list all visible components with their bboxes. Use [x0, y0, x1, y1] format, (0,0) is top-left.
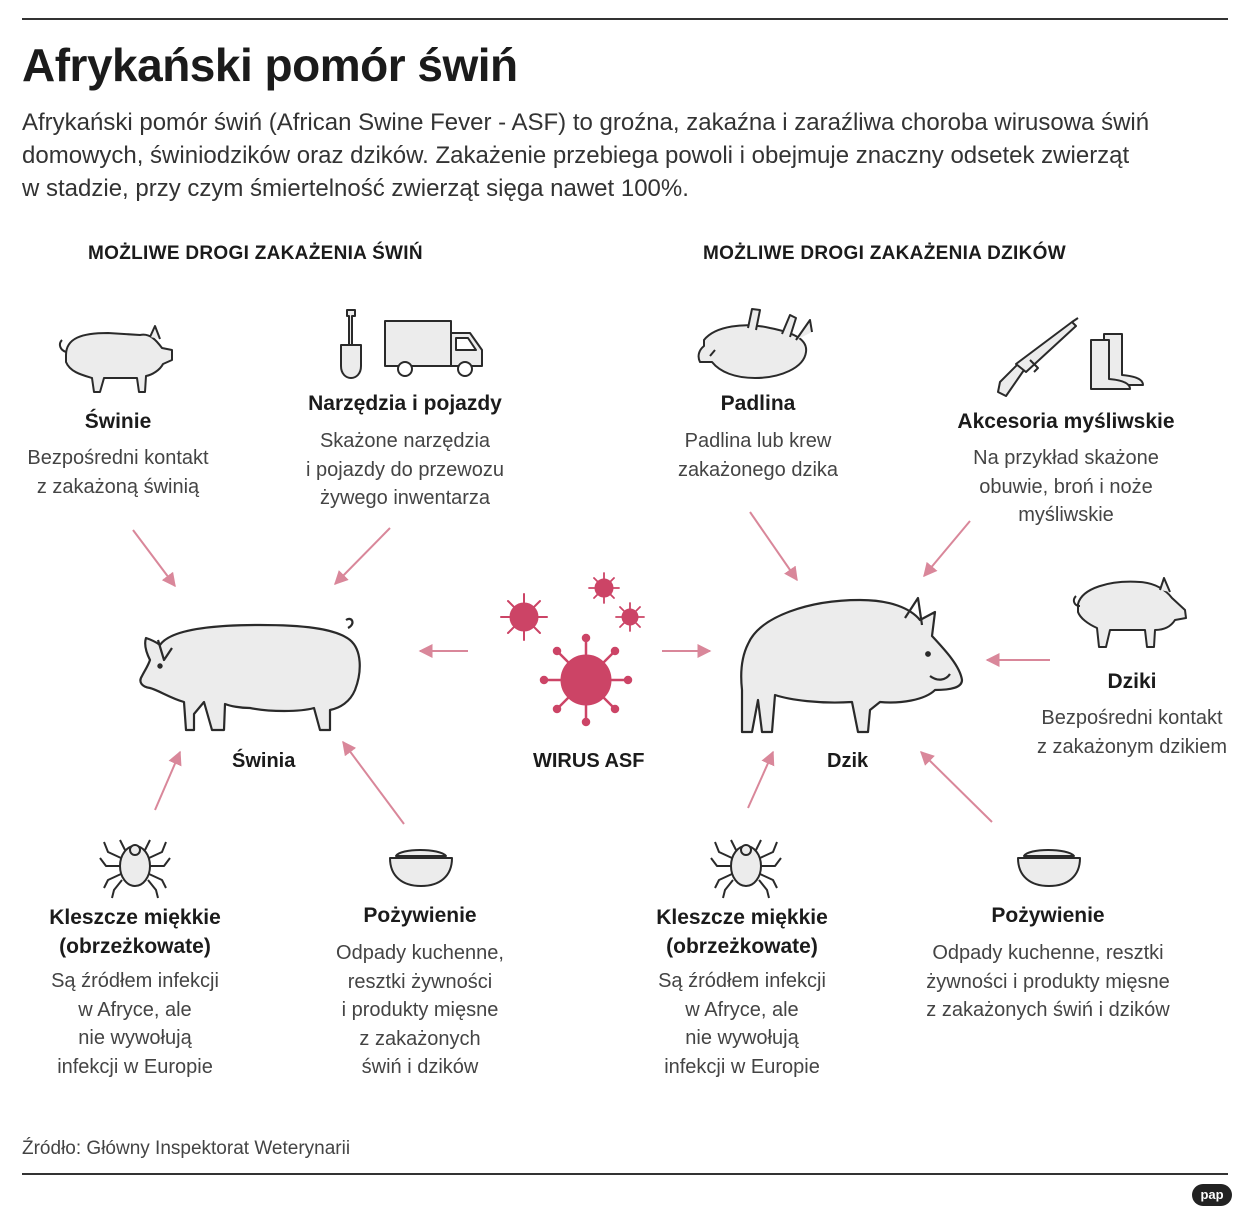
desc-line: infekcji w Europie — [57, 1055, 213, 1078]
desc-line: zakażonego dzika — [677, 458, 839, 481]
desc-line: Są źródłem infekcji — [658, 970, 826, 992]
rifle-icon — [997, 317, 1079, 397]
section-heading-boars: MOŻLIWE DROGI ZAKAŻENIA DZIKÓW — [703, 243, 1066, 264]
arrow — [342, 740, 405, 825]
desc-line: Odpady kuchenne, — [336, 942, 504, 964]
label-line: (obrzeżkowate) — [59, 935, 211, 958]
intro-text: Afrykański pomór świń (African Swine Fev… — [22, 106, 1222, 205]
arrow — [923, 520, 971, 578]
desc-line: żywego inwentarza — [319, 487, 491, 509]
desc-line: z zakażonych — [359, 1027, 481, 1050]
source-note: Źródło: Główny Inspektorat Weterynarii — [22, 1138, 351, 1159]
desc-line: Skażone narzędzia — [319, 430, 491, 452]
source-label-ticks-boar: Kleszcze miękkie (obrzeżkowate) — [632, 903, 852, 961]
desc-line: w Afryce, ale — [685, 998, 799, 1021]
arrow — [749, 511, 798, 582]
label-line: (obrzeżkowate) — [666, 935, 818, 958]
intro-line: domowych, świniodzików oraz dzików. Zaka… — [22, 142, 1130, 169]
source-desc-food-boar: Odpady kuchenne, resztki żywności i prod… — [905, 939, 1191, 1025]
source-desc-tools: Skażone narzędzia i pojazdy do przewozu … — [285, 427, 525, 513]
source-desc-ticks-pig: Są źródłem infekcji w Afryce, ale nie wy… — [25, 967, 245, 1081]
pig-large-icon — [139, 617, 361, 732]
virus-icon-medium — [500, 593, 548, 641]
source-label-hunting: Akcesoria myśliwskie — [957, 410, 1175, 433]
virus-icon-small — [615, 602, 645, 632]
desc-line: nie wywołują — [685, 1027, 799, 1049]
desc-line: Bezpośredni kontakt — [1041, 707, 1223, 729]
label-line: Kleszcze miękkie — [49, 906, 221, 929]
desc-line: infekcji w Europie — [664, 1055, 820, 1078]
virus-cluster — [500, 572, 645, 727]
source-desc-ticks-boar: Są źródłem infekcji w Afryce, ale nie wy… — [632, 967, 852, 1081]
source-label-pigs: Świnie — [84, 410, 152, 433]
source-desc-pigs: Bezpośredni kontakt z zakażoną świnią — [0, 444, 236, 501]
desc-line: w Afryce, ale — [78, 998, 192, 1021]
desc-line: z zakażonym dzikiem — [1036, 735, 1228, 758]
desc-line: świń i dzików — [361, 1056, 479, 1078]
bowl-icon — [1017, 849, 1081, 887]
arrows — [132, 511, 1050, 825]
desc-line: żywności i produkty mięsne — [926, 970, 1170, 993]
source-label-boars: Dziki — [1107, 670, 1157, 693]
tick-icon — [710, 839, 782, 899]
desc-line: Są źródłem infekcji — [51, 970, 219, 992]
desc-line: z zakażonych świń i dzików — [926, 999, 1170, 1021]
desc-line: i pojazdy do przewozu — [306, 458, 504, 481]
source-label-food-pig: Pożywienie — [363, 904, 477, 927]
source-desc-boars: Bezpośredni kontakt z zakażonym dzikiem — [1022, 704, 1242, 761]
desc-line: resztki żywności — [347, 970, 493, 993]
boar-large-icon — [740, 596, 964, 734]
desc-line: z zakażoną świnią — [36, 475, 200, 498]
arrow — [154, 750, 182, 811]
truck-icon — [384, 320, 483, 377]
source-label-ticks-pig: Kleszcze miękkie (obrzeżkowate) — [25, 903, 245, 961]
page-title: Afrykański pomór świń — [22, 39, 518, 91]
source-desc-food-pig: Odpady kuchenne, resztki żywności i prod… — [310, 939, 530, 1082]
source-label-tools: Narzędzia i pojazdy — [308, 392, 502, 415]
desc-line: Bezpośredni kontakt — [27, 447, 209, 469]
desc-line: nie wywołują — [78, 1027, 192, 1049]
arrow — [920, 751, 993, 823]
source-desc-hunting: Na przykład skażone obuwie, broń i noże … — [946, 444, 1186, 530]
desc-line: myśliwskie — [1018, 504, 1114, 526]
virus-label: WIRUS ASF — [533, 750, 645, 772]
arrow — [334, 527, 391, 585]
desc-line: Padlina lub krew — [684, 430, 832, 452]
source-label-food-boar: Pożywienie — [991, 904, 1105, 927]
source-desc-carrion: Padlina lub krew zakażonego dzika — [648, 427, 868, 484]
intro-line: Afrykański pomór świń (African Swine Fev… — [22, 109, 1150, 136]
pig-icon — [58, 325, 173, 393]
carrion-icon — [697, 308, 813, 379]
desc-line: Odpady kuchenne, resztki — [932, 942, 1164, 964]
boar-label: Dzik — [827, 750, 869, 772]
desc-line: obuwie, broń i noże — [979, 475, 1153, 498]
pap-logo: pap — [1192, 1184, 1232, 1206]
label-line: Kleszcze miękkie — [656, 906, 828, 929]
intro-line: w stadzie, przy czym śmiertelność zwierz… — [22, 175, 689, 202]
arrow — [132, 529, 176, 588]
top-rule — [22, 18, 1228, 20]
shovel-icon — [340, 309, 362, 379]
boots-icon — [1090, 333, 1144, 390]
desc-line: i produkty mięsne — [341, 999, 499, 1021]
bowl-icon — [389, 849, 453, 887]
pig-label: Świnia — [232, 750, 296, 772]
tick-icon — [99, 839, 171, 899]
virus-icon-large — [539, 633, 633, 727]
virus-icon-small — [588, 572, 620, 604]
arrow — [747, 750, 775, 809]
boar-icon — [1072, 577, 1187, 648]
desc-line: Na przykład skażone — [973, 447, 1159, 469]
section-heading-pigs: MOŻLIWE DROGI ZAKAŻENIA ŚWIŃ — [88, 243, 423, 264]
source-label-carrion: Padlina — [720, 392, 796, 415]
bottom-rule — [22, 1173, 1228, 1175]
